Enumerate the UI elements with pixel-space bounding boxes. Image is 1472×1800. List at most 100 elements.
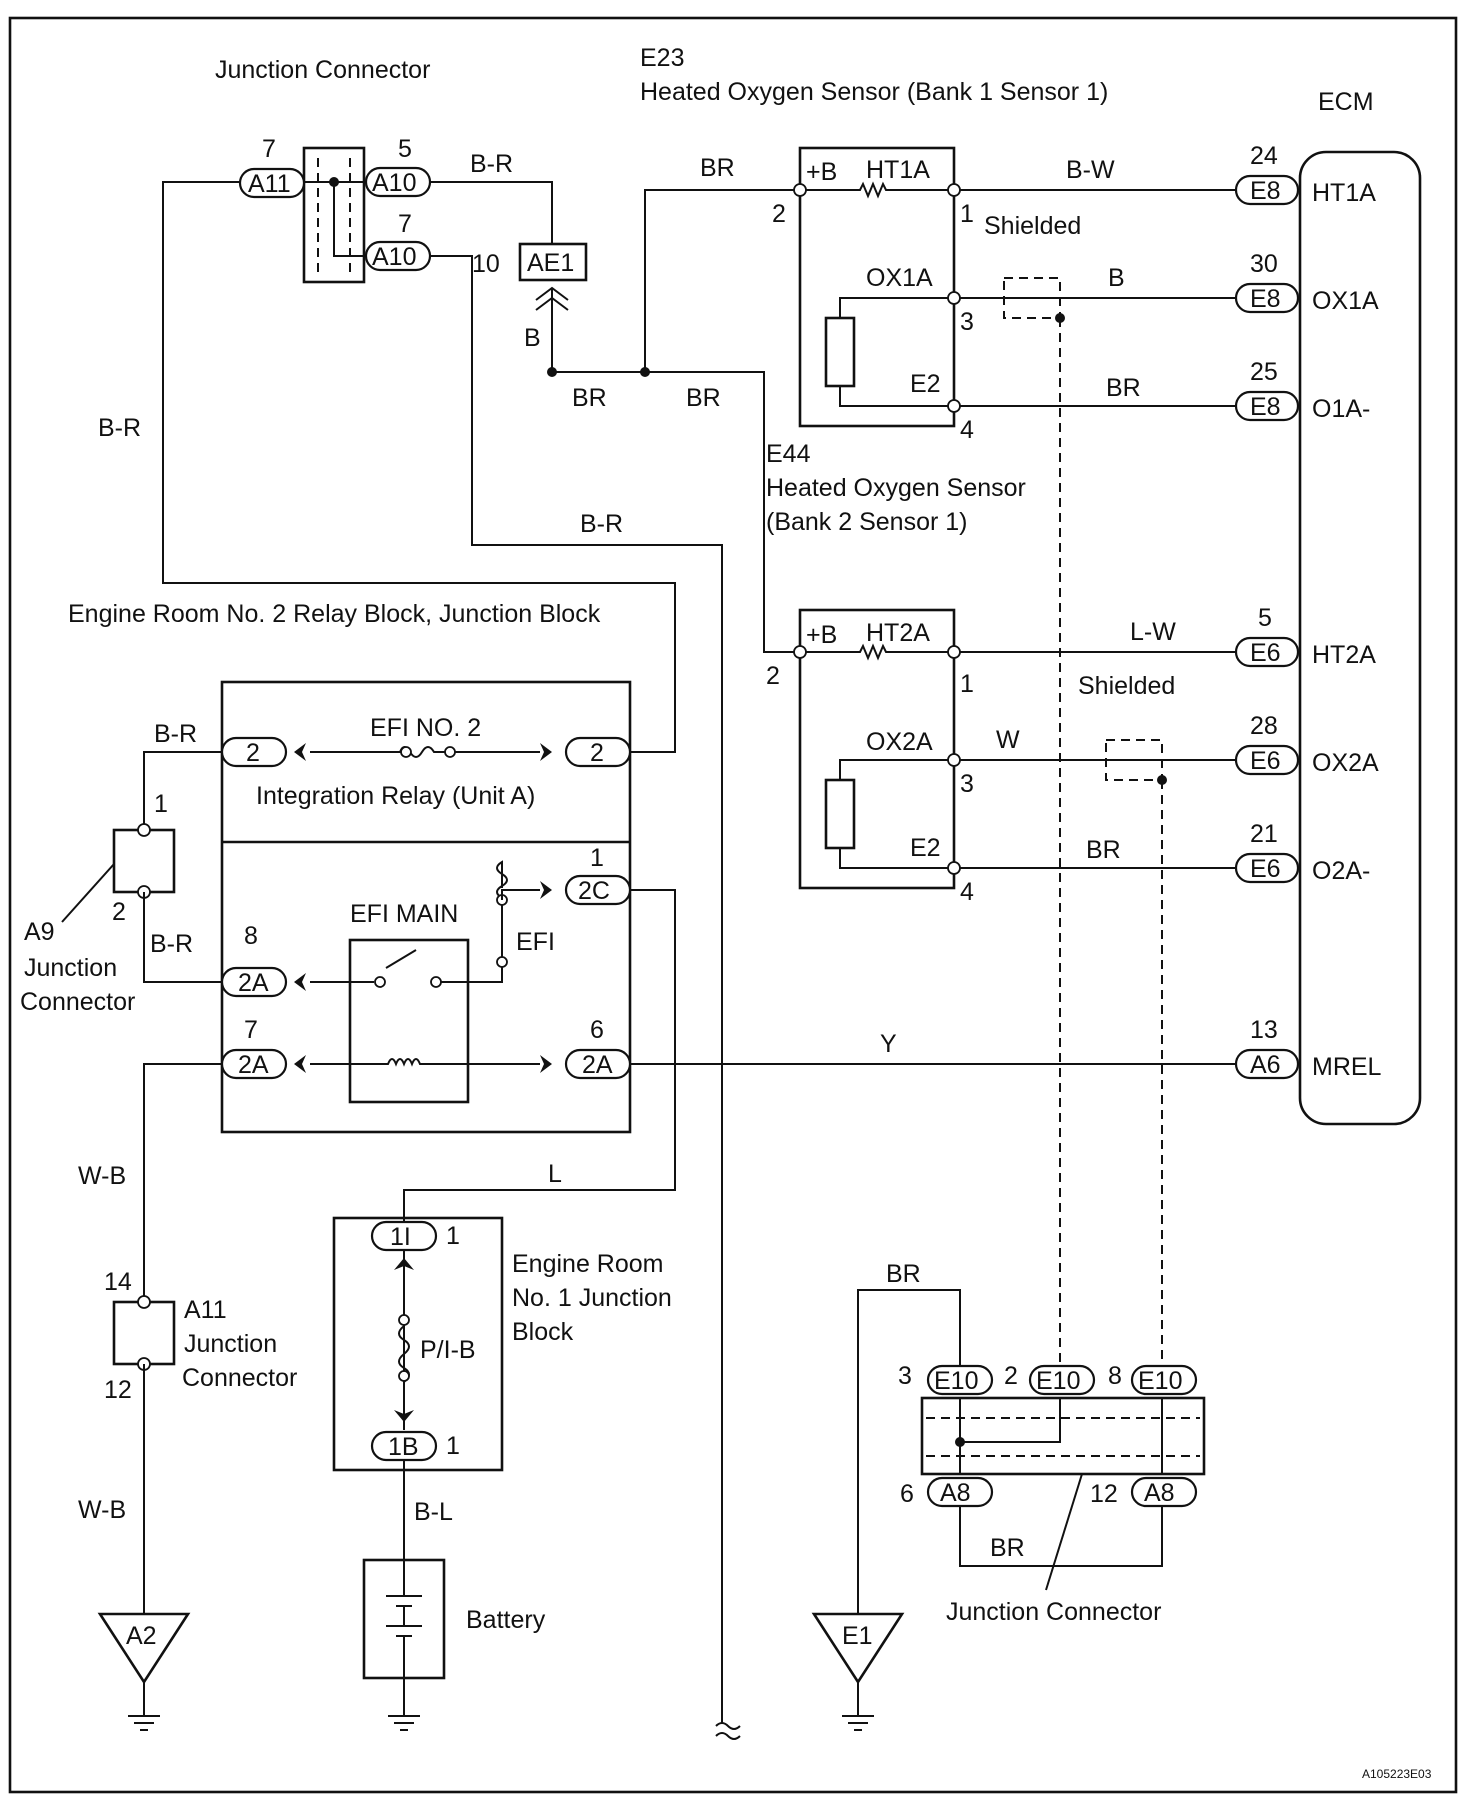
- wire-br-a9-top: [143, 751, 222, 830]
- pib-label: P/I-B: [420, 1336, 476, 1364]
- pin-a10-bottom-out: 10: [472, 250, 500, 278]
- rb-pin-8: 8: [244, 922, 258, 950]
- e44-pin-3: 3: [960, 770, 974, 798]
- ecm-term-ox1a: OX1A: [1312, 287, 1379, 315]
- connector-a10-bottom: A10: [372, 243, 416, 271]
- shielded-2: Shielded: [1078, 672, 1175, 700]
- wire-color-wb-bottom: W-B: [78, 1496, 126, 1524]
- pin-e10-8: 8: [1108, 1362, 1122, 1390]
- ecm-label: ECM: [1318, 88, 1374, 116]
- conn-e10-3: E10: [934, 1367, 978, 1395]
- diagram-frame: [8, 16, 1458, 1794]
- wire-color-bl: B-L: [414, 1498, 453, 1526]
- wire-br-left: [162, 181, 676, 753]
- efi-fuse-label: EFI: [516, 928, 555, 956]
- pin-a10-top: 5: [398, 135, 412, 163]
- a11-junction-connector: 14 12 A11 Junction Connector: [104, 1268, 297, 1404]
- shielded-1: Shielded: [984, 212, 1081, 240]
- ecm-term-o1a: O1A-: [1312, 395, 1370, 423]
- e23-pin-2: 2: [772, 200, 786, 228]
- rb-conn-2a-7: 2A: [238, 1051, 269, 1079]
- connector-a11-top: A11: [248, 170, 291, 198]
- junction-connector-bottom: E10 3 E10 2 E10 8 A8 6 A8 12 BR Junction…: [898, 1362, 1206, 1626]
- er1-line1: Engine Room: [512, 1250, 663, 1278]
- ecm-term-ht1a: HT1A: [1312, 179, 1376, 207]
- wire-br-top: [430, 181, 553, 244]
- wire-l: [403, 889, 676, 1222]
- wire-color-b-ox1a: B: [1108, 264, 1125, 292]
- a9-junction-connector: B-R 1 2 B-R A9 Junction Connector: [20, 720, 222, 1016]
- rb-pin-6: 6: [590, 1016, 604, 1044]
- ecm-term-ht2a: HT2A: [1312, 641, 1376, 669]
- a9-jc-line2: Connector: [20, 988, 135, 1016]
- wire-color-br-a9-bottom: B-R: [150, 930, 193, 958]
- a11-pin-12: 12: [104, 1376, 132, 1404]
- e23-pin-3: 3: [960, 308, 974, 336]
- a11-jc-line1: Junction: [184, 1330, 277, 1358]
- e23-pin-1: 1: [960, 200, 974, 228]
- ecm-conn-e8-ox1a: E8: [1250, 285, 1281, 313]
- e44-ht2a: HT2A: [866, 619, 930, 647]
- a11-label: A11: [184, 1296, 227, 1324]
- ecm-pin-5: 5: [1258, 604, 1272, 632]
- integration-relay-label: Integration Relay (Unit A): [256, 782, 535, 810]
- sensor-e23: E2 3 Heated Oxygen Sensor (Bank 1 Sensor …: [640, 44, 1108, 444]
- er1-line3: Block: [512, 1318, 574, 1346]
- shield-box-2: [1105, 739, 1163, 781]
- a9-pin-1: 1: [154, 790, 168, 818]
- er1-line2: No. 1 Junction: [512, 1284, 672, 1312]
- er1-conn-1i: 1I: [390, 1223, 411, 1251]
- junction-connector-top-label: Junction Connector: [215, 56, 430, 84]
- pin-a8-12: 12: [1090, 1480, 1118, 1508]
- battery-label: Battery: [466, 1606, 546, 1634]
- wire-color-bw: B-W: [1066, 156, 1115, 184]
- ecm-block: ECM E8 24 HT1A E8 30 OX1A E8 25 O1A- E6 …: [1234, 88, 1422, 1126]
- wire-wb-top: [143, 1063, 222, 1302]
- e23-ht1a: HT1A: [866, 156, 930, 184]
- wire-br-e1: [857, 1289, 961, 1614]
- e44-code: E44: [766, 440, 811, 468]
- junction-connector-bottom-label: Junction Connector: [946, 1598, 1161, 1626]
- ecm-pin-13: 13: [1250, 1016, 1278, 1044]
- battery: Battery: [362, 1558, 546, 1731]
- wire-color-l: L: [548, 1160, 562, 1188]
- wire-color-br-top: B-R: [470, 150, 513, 178]
- e23-name: Heated Oxygen Sensor (Bank 1 Sensor 1): [640, 78, 1108, 106]
- e23-ox1a: OX1A: [866, 264, 933, 292]
- er1-conn-1b: 1B: [388, 1433, 419, 1461]
- wire-br-a9-bottom: [143, 892, 222, 983]
- doc-id: A105223E03: [1362, 1767, 1432, 1781]
- sensor-e44: E44 Heated Oxygen Sensor (Bank 2 Sensor …: [766, 440, 1026, 906]
- ecm-conn-e6-ox2a: E6: [1250, 747, 1281, 775]
- conn-e10-2: E10: [1036, 1367, 1080, 1395]
- a11-jc-line2: Connector: [182, 1364, 297, 1392]
- wire-br-bus: [552, 371, 800, 653]
- wire-color-br-jc-bottom: BR: [990, 1534, 1025, 1562]
- wire-color-lw: L-W: [1130, 618, 1176, 646]
- rb-pin-2c: 1: [590, 844, 604, 872]
- e23-e2: E2: [910, 370, 941, 398]
- connector-ae1: AE1: [518, 242, 588, 372]
- ground-e1-label: E1: [842, 1622, 873, 1650]
- er1-junction-block: 1I 1 P/I-B 1B 1 Engine Room No. 1 Juncti…: [332, 1216, 672, 1472]
- wire-color-b-ae1: B: [524, 324, 541, 352]
- ground-a2-label: A2: [126, 1622, 157, 1650]
- pin-e10-3: 3: [898, 1362, 912, 1390]
- ground-e1: E1: [811, 1612, 905, 1731]
- shield-box-1: [1003, 277, 1061, 319]
- e44-name-line2: (Bank 2 Sensor 1): [766, 508, 968, 536]
- ecm-term-ox2a: OX2A: [1312, 749, 1379, 777]
- wire-color-w-ox2a: W: [996, 726, 1020, 754]
- wire-color-br-o1a: BR: [1106, 374, 1141, 402]
- e23-plus-b: +B: [806, 158, 837, 186]
- relay-block: 2 2 EFI NO. 2 Integration Relay (Unit A)…: [220, 680, 632, 1134]
- ecm-term-o2a: O2A-: [1312, 857, 1370, 885]
- wire-color-br-e1: BR: [886, 1260, 921, 1288]
- junction-connector-top: Junction Connector A11 7 A10 5 A10 7 10: [215, 56, 500, 284]
- ecm-pin-21: 21: [1250, 820, 1278, 848]
- ground-a2: A2: [97, 1612, 191, 1731]
- e44-pin-2: 2: [766, 662, 780, 690]
- a11-pin-14: 14: [104, 1268, 132, 1296]
- relay-block-label: Engine Room No. 2 Relay Block, Junction …: [68, 600, 601, 628]
